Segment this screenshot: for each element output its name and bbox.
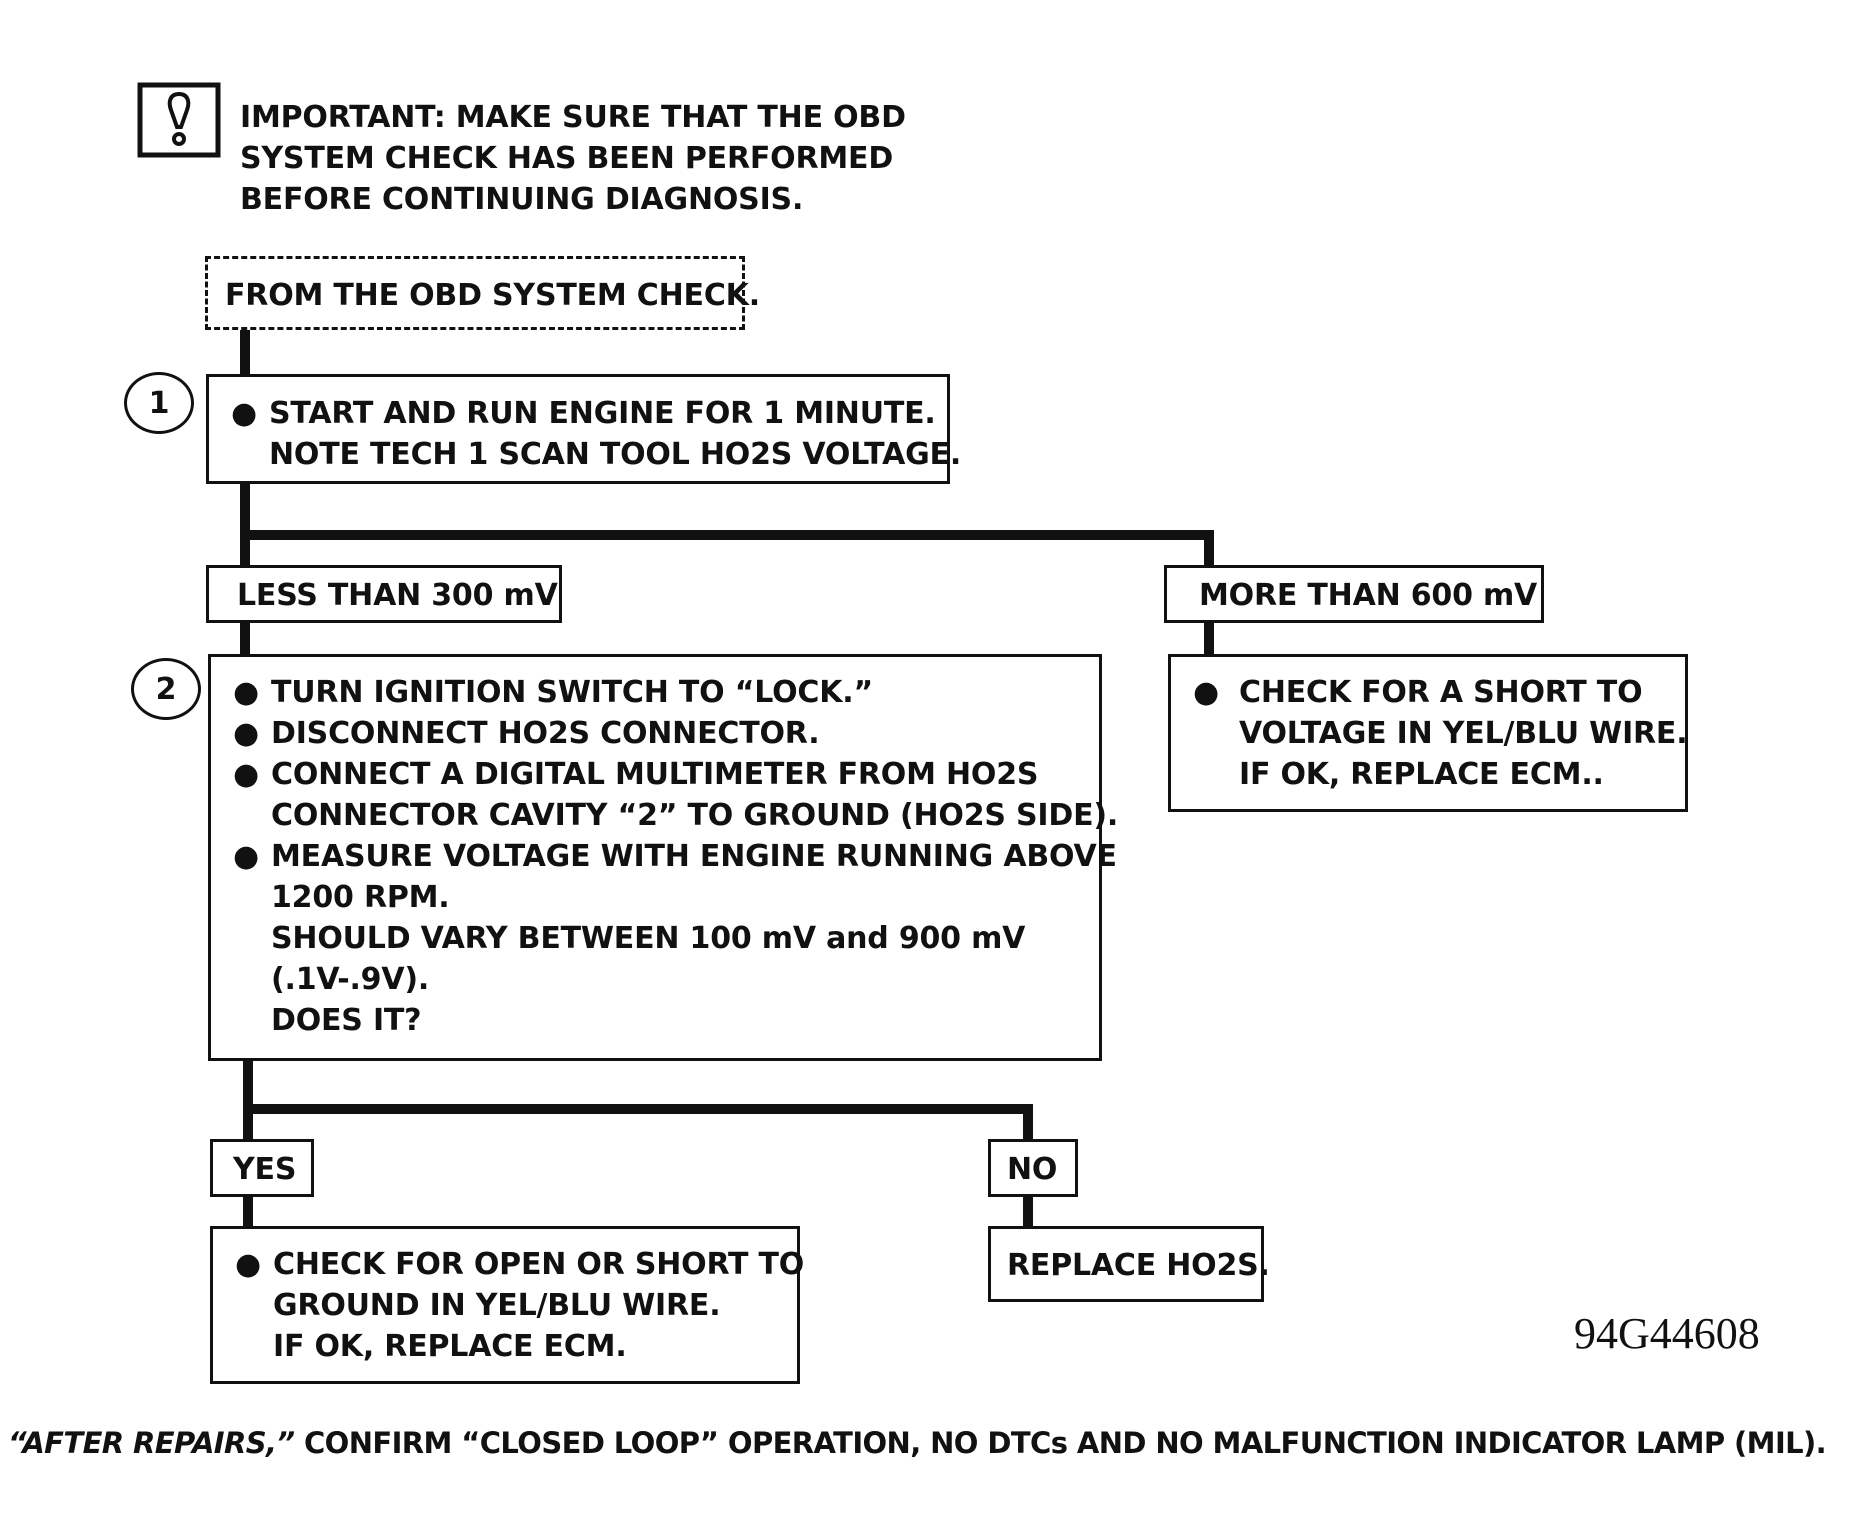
step-1-line: START AND RUN ENGINE FOR 1 MINUTE. <box>269 396 936 431</box>
step-2-line: 1200 RPM. <box>271 880 450 915</box>
step-1-line: NOTE TECH 1 SCAN TOOL HO2S VOLTAGE. <box>269 437 962 472</box>
connector-line <box>1204 530 1214 568</box>
more-than-action-line: IF OK, REPLACE ECM.. <box>1239 757 1604 792</box>
more-than-action-line: VOLTAGE IN YEL/BLU WIRE. <box>1239 716 1688 751</box>
yes-action-line: GROUND IN YEL/BLU WIRE. <box>273 1288 721 1323</box>
step-2-item: ● DISCONNECT HO2S CONNECTOR. <box>211 713 1118 754</box>
yes-action-item: ● CHECK FOR OPEN OR SHORT TO GROUND IN Y… <box>213 1244 804 1367</box>
connector-line <box>243 1194 253 1232</box>
yes-action-line: CHECK FOR OPEN OR SHORT TO <box>273 1247 805 1282</box>
step-2-list: ● TURN IGNITION SWITCH TO “LOCK.” ● DISC… <box>211 672 1118 1041</box>
branch-more-than-box: MORE THAN 600 mV <box>1164 565 1544 623</box>
more-than-action-text: CHECK FOR A SHORT TO VOLTAGE IN YEL/BLU … <box>1223 672 1688 795</box>
bullet-icon: ● <box>233 757 259 792</box>
figure-id: 94G44608 <box>1574 1309 1760 1358</box>
step-2-line: TURN IGNITION SWITCH TO “LOCK.” <box>271 675 873 710</box>
footer-text: CONFIRM “CLOSED LOOP” OPERATION, NO DTCs… <box>294 1426 1827 1460</box>
connector-line <box>240 482 250 566</box>
yes-label: YES <box>233 1152 297 1187</box>
no-label: NO <box>1007 1152 1058 1187</box>
connector-line <box>243 1058 253 1142</box>
yes-action-line: IF OK, REPLACE ECM. <box>273 1329 627 1364</box>
step-2-line: CONNECT A DIGITAL MULTIMETER FROM HO2S <box>271 757 1039 792</box>
more-than-action-item: ● CHECK FOR A SHORT TO VOLTAGE IN YEL/BL… <box>1171 672 1688 795</box>
branch-more-than-label: MORE THAN 600 mV <box>1199 578 1538 613</box>
connector-line <box>240 530 1214 540</box>
step-2-line: MEASURE VOLTAGE WITH ENGINE RUNNING ABOV… <box>271 839 1117 874</box>
after-repairs-footer: “AFTER REPAIRS,” CONFIRM “CLOSED LOOP” O… <box>8 1426 1827 1460</box>
more-than-action-line: CHECK FOR A SHORT TO <box>1239 675 1643 710</box>
step-1-number: 1 <box>124 372 194 434</box>
yes-box: YES <box>210 1139 314 1197</box>
connector-line <box>240 620 250 658</box>
no-action-box: REPLACE HO2S. <box>988 1226 1270 1302</box>
important-line: IMPORTANT: MAKE SURE THAT THE OBD <box>240 100 906 135</box>
step-2-number: 2 <box>131 658 201 720</box>
step-2-item: ● CONNECT A DIGITAL MULTIMETER FROM HO2S… <box>211 754 1118 836</box>
bullet-icon: ● <box>231 396 257 431</box>
no-action-text: REPLACE HO2S. <box>1007 1248 1270 1283</box>
step-2-item: ● MEASURE VOLTAGE WITH ENGINE RUNNING AB… <box>211 836 1118 1041</box>
step-2-line: DISCONNECT HO2S CONNECTOR. <box>271 716 820 751</box>
branch-less-than-label: LESS THAN 300 mV <box>237 578 558 613</box>
important-line: BEFORE CONTINUING DIAGNOSIS. <box>240 182 804 217</box>
step-2-item: ● TURN IGNITION SWITCH TO “LOCK.” <box>211 672 1118 713</box>
start-box: FROM THE OBD SYSTEM CHECK. <box>205 256 760 330</box>
step-2-line: SHOULD VARY BETWEEN 100 mV and 900 mV <box>271 921 1026 956</box>
bullet-icon: ● <box>235 1247 261 1282</box>
bullet-icon: ● <box>233 675 259 710</box>
no-box: NO <box>988 1139 1078 1197</box>
footer-italic: “AFTER REPAIRS,” <box>8 1426 295 1460</box>
connector-line <box>1023 1194 1033 1232</box>
step-1-item: ● START AND RUN ENGINE FOR 1 MINUTE. NOT… <box>209 393 961 475</box>
step-1-text: START AND RUN ENGINE FOR 1 MINUTE. NOTE … <box>261 393 961 475</box>
step-2-line: CONNECTOR CAVITY “2” TO GROUND (HO2S SID… <box>271 798 1119 833</box>
step-2-item-text: DISCONNECT HO2S CONNECTOR. <box>263 713 820 754</box>
important-note: IMPORTANT: MAKE SURE THAT THE OBD SYSTEM… <box>240 97 906 220</box>
important-line: SYSTEM CHECK HAS BEEN PERFORMED <box>240 141 894 176</box>
step-2-item-text: TURN IGNITION SWITCH TO “LOCK.” <box>263 672 873 713</box>
bullet-icon: ● <box>233 839 259 874</box>
step-2-item-text: MEASURE VOLTAGE WITH ENGINE RUNNING ABOV… <box>263 836 1117 1041</box>
bullet-icon: ● <box>233 716 259 751</box>
yes-action-text: CHECK FOR OPEN OR SHORT TO GROUND IN YEL… <box>265 1244 804 1367</box>
more-than-action-box: ● CHECK FOR A SHORT TO VOLTAGE IN YEL/BL… <box>1168 654 1688 812</box>
connector-line <box>1023 1104 1033 1142</box>
branch-less-than-box: LESS THAN 300 mV <box>206 565 562 623</box>
step-2-line: (.1V-.9V). <box>271 962 430 997</box>
step-1-box: ● START AND RUN ENGINE FOR 1 MINUTE. NOT… <box>206 374 961 484</box>
step-2-item-text: CONNECT A DIGITAL MULTIMETER FROM HO2S C… <box>263 754 1118 836</box>
connector-line <box>240 328 250 378</box>
connector-line <box>1204 620 1214 658</box>
connector-line <box>243 1104 1033 1114</box>
yes-action-box: ● CHECK FOR OPEN OR SHORT TO GROUND IN Y… <box>210 1226 804 1384</box>
start-box-text: FROM THE OBD SYSTEM CHECK. <box>225 278 760 313</box>
step-2-line: DOES IT? <box>271 1003 422 1038</box>
step-2-box: ● TURN IGNITION SWITCH TO “LOCK.” ● DISC… <box>208 654 1118 1061</box>
bullet-icon: ● <box>1193 675 1219 710</box>
important-icon <box>137 82 221 158</box>
